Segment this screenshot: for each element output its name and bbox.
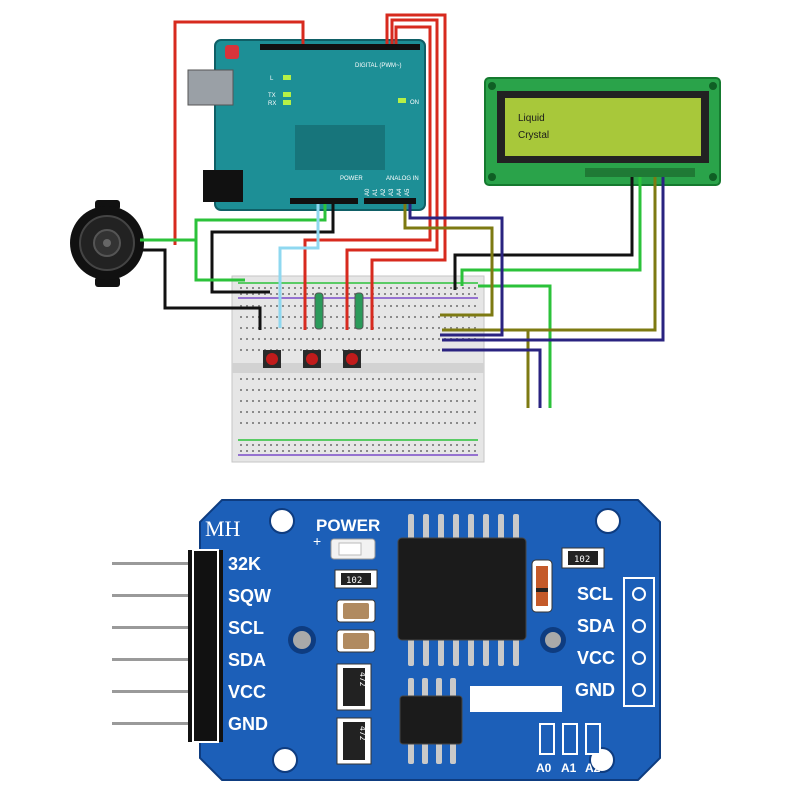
rtc-left-pin-scl: SCL — [228, 618, 264, 638]
push-button-3[interactable] — [343, 350, 361, 368]
rtc-chip-legs — [408, 514, 519, 666]
wire-a4-sda — [403, 204, 494, 317]
resistor-2 — [354, 292, 364, 330]
analog-pin-label: A2 — [381, 188, 387, 196]
wire-a5-scl — [408, 204, 504, 337]
arduino-board: DIGITAL (PWM~) L TX RX ON POWER ANALOG I… — [187, 39, 426, 211]
wires — [140, 13, 665, 408]
rtc-left-pin-vcc: VCC — [228, 682, 266, 702]
resistor-472-a-label: 472 — [358, 672, 367, 687]
rtc-power-label: POWER — [316, 516, 380, 535]
wire-d3-to-button — [345, 18, 439, 330]
wire-lcd-gnd — [453, 177, 634, 290]
resistor-102-b-label: 102 — [574, 555, 590, 565]
pad-a0-label: A0 — [536, 761, 552, 775]
led-on — [398, 98, 406, 103]
pad-a1 — [562, 723, 578, 755]
microcontroller-chip — [295, 125, 385, 170]
led-tx-label: TX — [268, 93, 276, 99]
power-header-label: POWER — [340, 176, 363, 182]
rtc-left-pin-sda: SDA — [228, 650, 266, 670]
wire-5v-green — [140, 204, 327, 242]
analog-pin-label: A5 — [405, 188, 411, 196]
analog-pin-label: A3 — [389, 188, 395, 196]
wire-lcd-vcc — [460, 177, 642, 286]
led-rx — [283, 100, 291, 105]
eeprom-chip-legs — [408, 678, 456, 764]
led-tx — [283, 92, 291, 97]
resistor-472-b-label: 472 — [358, 726, 367, 741]
analog-pin-label: A4 — [397, 188, 403, 196]
analog-pin-label: A1 — [373, 188, 379, 196]
rtc-right-pin-vcc: VCC — [577, 648, 615, 668]
push-button-1[interactable] — [263, 350, 281, 368]
rtc-right-pin-sda: SDA — [577, 616, 615, 636]
eeprom-chip — [399, 695, 463, 745]
wire-rtc-sda — [442, 328, 530, 408]
rtc-right-pin-scl: SCL — [577, 584, 613, 604]
led-rx-label: RX — [268, 101, 276, 107]
led-l — [283, 75, 291, 80]
wire-buzzer-gnd — [140, 248, 262, 330]
wire-d4-to-button — [370, 13, 447, 330]
digital-header-label: DIGITAL (PWM~) — [355, 63, 402, 69]
usb-port — [187, 69, 234, 106]
pad-a2 — [585, 723, 601, 755]
lcd-display: Liquid Crystal — [484, 77, 721, 186]
rtc-pin-leads — [112, 562, 192, 725]
reset-button[interactable] — [225, 45, 239, 59]
rtc-module: MH POWER + 102 472 472 — [112, 499, 661, 781]
resistor-1 — [314, 292, 324, 330]
lcd-line1: Liquid — [518, 113, 545, 124]
pad-a0 — [539, 723, 555, 755]
wire-buzzer-to-d12 — [173, 20, 305, 245]
resistor-102-a-label: 102 — [346, 576, 362, 586]
lcd-pin-header — [585, 168, 695, 177]
wire-3v3-cyan — [278, 204, 320, 328]
pad-a2-label: A2 — [585, 761, 601, 775]
rtc-brand: MH — [205, 516, 241, 541]
rtc-plus-mark: + — [313, 533, 321, 549]
analog-header — [364, 198, 416, 204]
rtc-left-pin-sqw: SQW — [228, 586, 271, 606]
wire-vcc-rail — [194, 240, 245, 282]
wire-lcd-scl — [442, 177, 665, 342]
breadboard — [231, 275, 485, 463]
rtc-right-pin-gnd: GND — [575, 680, 615, 700]
led-l-label: L — [270, 76, 274, 82]
pad-a1-label: A1 — [561, 761, 577, 775]
lcd-screen — [505, 98, 701, 156]
wire-rtc-scl — [442, 348, 542, 408]
push-button-2[interactable] — [303, 350, 321, 368]
wire-d2-to-button — [303, 25, 432, 330]
analog-header-label: ANALOG IN — [386, 176, 419, 182]
lcd-line2: Crystal — [518, 130, 549, 141]
rtc-left-pin-32k: 32K — [228, 554, 261, 574]
led-on-label: ON — [410, 100, 419, 106]
digital-header — [260, 44, 420, 50]
rtc-left-pin-gnd: GND — [228, 714, 268, 734]
rtc-chip — [397, 537, 527, 641]
analog-pin-label: A0 — [365, 188, 371, 196]
power-jack — [203, 170, 243, 202]
buzzer — [70, 200, 144, 287]
rtc-label-sticker — [470, 686, 562, 712]
power-header — [290, 198, 358, 204]
wire-gnd-rail — [210, 204, 335, 294]
